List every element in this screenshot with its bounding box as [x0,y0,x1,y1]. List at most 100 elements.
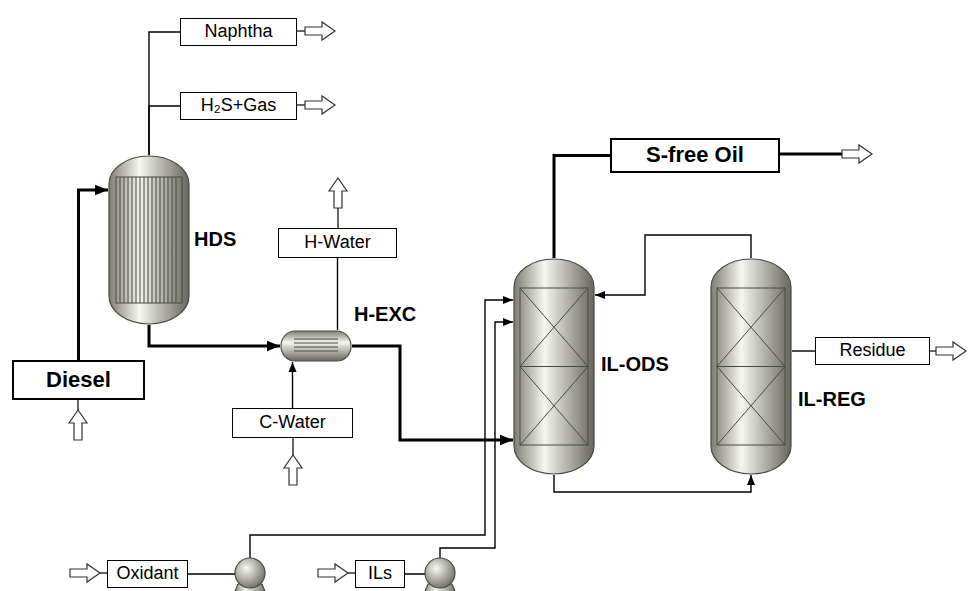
tube-line [160,177,161,303]
stream-box: Naphtha [180,18,297,46]
pipe-line [405,322,513,574]
inlet-stub [100,572,107,573]
inlet-arrow [284,455,302,485]
tube-line [132,177,133,303]
tube-bundle [116,177,182,303]
stream-label: Diesel [46,368,111,392]
stream-box: Oxidant [107,560,188,588]
stream-label: Residue [839,341,905,361]
equipment-label: IL-REG [798,388,866,410]
pipe-line [554,475,751,492]
tube-line [136,177,137,303]
heat-exchanger: H-EXC [280,330,352,362]
stream-label: ILs [368,564,392,584]
tube-line [144,177,145,303]
outlet-arrow [936,342,966,360]
pump-symbol [425,558,455,588]
vessel-internals [116,177,182,303]
pipe-line [337,258,338,330]
outlet-stub [297,30,305,31]
stream-box: H-Water [278,228,397,258]
outlet-arrow [305,96,335,114]
inlet-stub [292,438,293,455]
stream-box: C-Water [232,408,353,438]
column-vessel: IL-ODS [513,258,595,475]
outlet-stub [297,104,305,105]
stream-label: Naphtha [204,22,272,42]
equipment-outline [108,155,190,325]
vessel-shell [711,259,791,474]
vessel-internals [520,288,588,445]
equipment-label: H-EXC [354,303,416,325]
outlet-stub [780,153,842,156]
stream-label: H-Water [304,233,370,253]
tube-line [294,351,338,352]
tube-line [176,177,177,303]
stream-label: S-free Oil [646,143,744,167]
packing-cross [520,367,588,446]
tube-line [294,339,338,340]
packed-bed [717,288,785,445]
stream-label: C-Water [259,413,325,433]
pipe-line [149,32,180,155]
tube-line [168,177,169,303]
tube-line [120,177,121,303]
equipment-outline [513,258,595,475]
inlet-stub [77,400,78,410]
stream-box: Diesel [12,360,145,400]
inlet-arrow [70,564,100,582]
outlet-arrow [329,178,347,208]
pipe-line [79,190,109,360]
inlet-stub [348,572,355,573]
tube-line [152,177,153,303]
pipe-line [792,350,815,351]
exchanger-shell [281,331,351,361]
packed-bed [520,288,588,445]
vessel-shell [514,259,594,474]
tube-line [164,177,165,303]
pipe-line [554,156,610,259]
reactor-vessel: HDS [108,155,190,325]
bed-divider [520,366,588,367]
vessel-shell [109,156,189,324]
stream-label: Oxidant [116,564,178,584]
equipment-label: IL-ODS [601,353,669,375]
pipe-line [292,362,293,408]
packing-cross [717,288,785,367]
bed-divider [717,366,785,367]
pipe-line [149,325,280,346]
outlet-stub [337,208,338,228]
packing-cross [717,288,785,367]
packing-cross [520,367,588,446]
pipe-line [352,346,513,440]
stream-label: H₂S+Gas [201,96,277,116]
stream-box: H₂S+Gas [180,92,297,120]
inlet-arrow [318,564,348,582]
vessel-internals [717,288,785,445]
tube-line [124,177,125,303]
pipe-line [149,106,180,155]
equipment-label: HDS [194,228,236,250]
column-vessel: IL-REG [710,258,792,475]
exchanger-tubes [294,339,338,351]
packing-cross [717,367,785,446]
tube-line [148,177,149,303]
outlet-stub [930,350,936,351]
tube-line [156,177,157,303]
stream-box: Residue [815,337,930,365]
packing-cross [520,288,588,367]
packing-cross [717,367,785,446]
tube-line [294,343,338,344]
pipe-line [188,300,513,574]
stream-box: ILs [355,560,405,588]
tube-line [128,177,129,303]
tube-line [294,347,338,348]
stream-box: S-free Oil [610,138,780,173]
outlet-arrow [842,145,872,163]
outlet-arrow [305,22,335,40]
tube-line [172,177,173,303]
tube-line [140,177,141,303]
packing-cross [520,288,588,367]
